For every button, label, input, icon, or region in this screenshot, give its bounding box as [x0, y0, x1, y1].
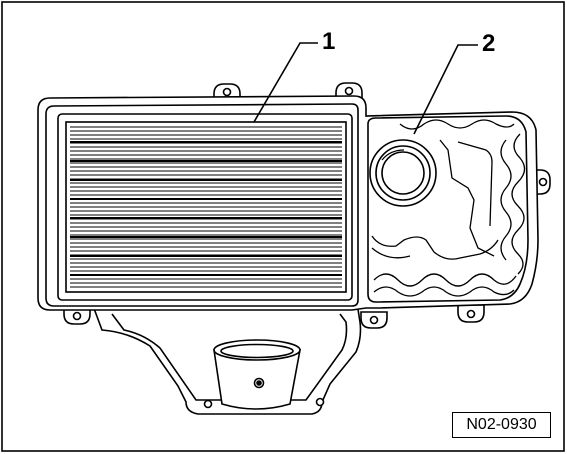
reference-code-box: N02-0930 [452, 412, 551, 438]
callout-1: 1 [322, 28, 336, 55]
callout-leaders [253, 42, 478, 135]
outlet-ring [369, 139, 437, 207]
filter-element-1 [70, 126, 342, 288]
reference-code: N02-0930 [466, 416, 537, 433]
callout-2: 2 [482, 30, 496, 57]
intake-snout [213, 339, 301, 410]
